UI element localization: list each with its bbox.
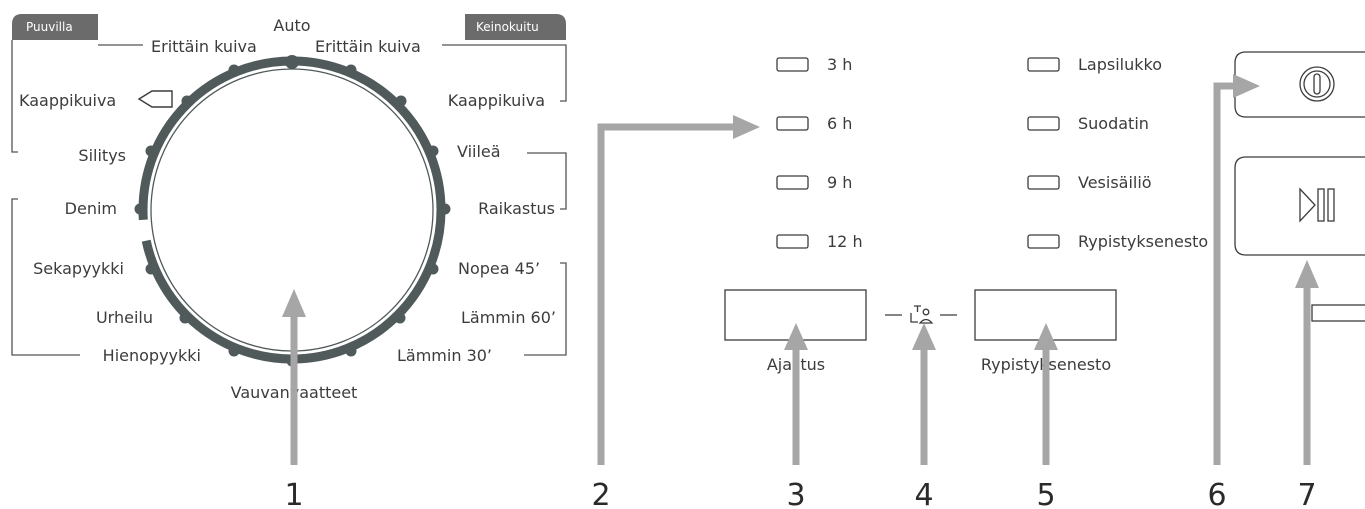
synthetic-tab-label: Keinokuitu [476, 20, 539, 34]
cabinet-icon [137, 90, 173, 108]
dial-position-auto [285, 55, 299, 69]
callout-4: 4 [914, 478, 933, 509]
callout-7: 7 [1297, 478, 1316, 509]
power-icon [1299, 66, 1335, 102]
program-mixed-label: Sekapyykki [33, 259, 124, 278]
play-pause-icon [1299, 187, 1335, 223]
program-group-brackets [11, 40, 567, 356]
timer-12h-led [776, 234, 809, 249]
program-ironing-label: Silitys [78, 146, 126, 165]
start-pause-led [1311, 304, 1365, 322]
program-cupboard-dry-synthetic-label: Kaappikuiva [448, 91, 545, 110]
program-warm-30-label: Lämmin 30’ [397, 346, 492, 365]
child-lock-label: Lapsilukko [1078, 55, 1162, 74]
timer-6h-led [776, 116, 809, 131]
water-tank-led [1027, 175, 1060, 190]
timer-indicators: 3 h 6 h 9 h 12 h [776, 55, 863, 251]
program-extra-dry-synthetic-label: Erittäin kuiva [315, 37, 421, 56]
synthetic-tab: Keinokuitu [465, 14, 566, 40]
callout-1: 1 [284, 478, 303, 509]
timer-3h-led [776, 57, 809, 72]
program-denim-label: Denim [65, 199, 117, 218]
program-refresh-label: Raikastus [478, 199, 555, 218]
anticrease-indicator-label: Rypistyksenesto [1078, 232, 1208, 251]
timer-6h-label: 6 h [827, 114, 852, 133]
status-indicators: Lapsilukko Suodatin Vesisäiliö Rypistyks… [1027, 55, 1208, 251]
program-sport-label: Urheilu [96, 308, 153, 327]
program-labels: Auto Erittäin kuiva Kaappikuiva Silitys … [19, 16, 556, 402]
program-cool-label: Viileä [457, 142, 501, 161]
callout-2: 2 [591, 478, 610, 509]
water-tank-label: Vesisäiliö [1078, 173, 1152, 192]
timer-9h-label: 9 h [827, 173, 852, 192]
callout-3: 3 [786, 478, 805, 509]
timer-3h-label: 3 h [827, 55, 852, 74]
program-delicates-label: Hienopyykki [103, 346, 201, 365]
cotton-tab: Puuvilla [12, 14, 98, 40]
callout-6: 6 [1207, 478, 1226, 509]
filter-led [1027, 116, 1060, 131]
child-lock-icon [885, 305, 957, 324]
program-quick-45-label: Nopea 45’ [458, 259, 540, 278]
callout-numbers: 1 2 3 4 5 6 7 [284, 478, 1316, 509]
child-lock-led [1027, 57, 1060, 72]
cotton-tab-label: Puuvilla [26, 20, 73, 34]
callout-5: 5 [1036, 478, 1055, 509]
start-pause-button[interactable] [1234, 156, 1365, 256]
program-warm-60-label: Lämmin 60’ [461, 308, 556, 327]
timer-9h-led [776, 175, 809, 190]
program-auto-label: Auto [273, 16, 310, 35]
program-extra-dry-cotton-label: Erittäin kuiva [151, 37, 257, 56]
timer-12h-label: 12 h [827, 232, 863, 251]
program-cupboard-dry-cotton-label: Kaappikuiva [19, 91, 116, 110]
filter-label: Suodatin [1078, 114, 1149, 133]
callout-arrows [282, 74, 1319, 465]
anticrease-led [1027, 234, 1060, 249]
